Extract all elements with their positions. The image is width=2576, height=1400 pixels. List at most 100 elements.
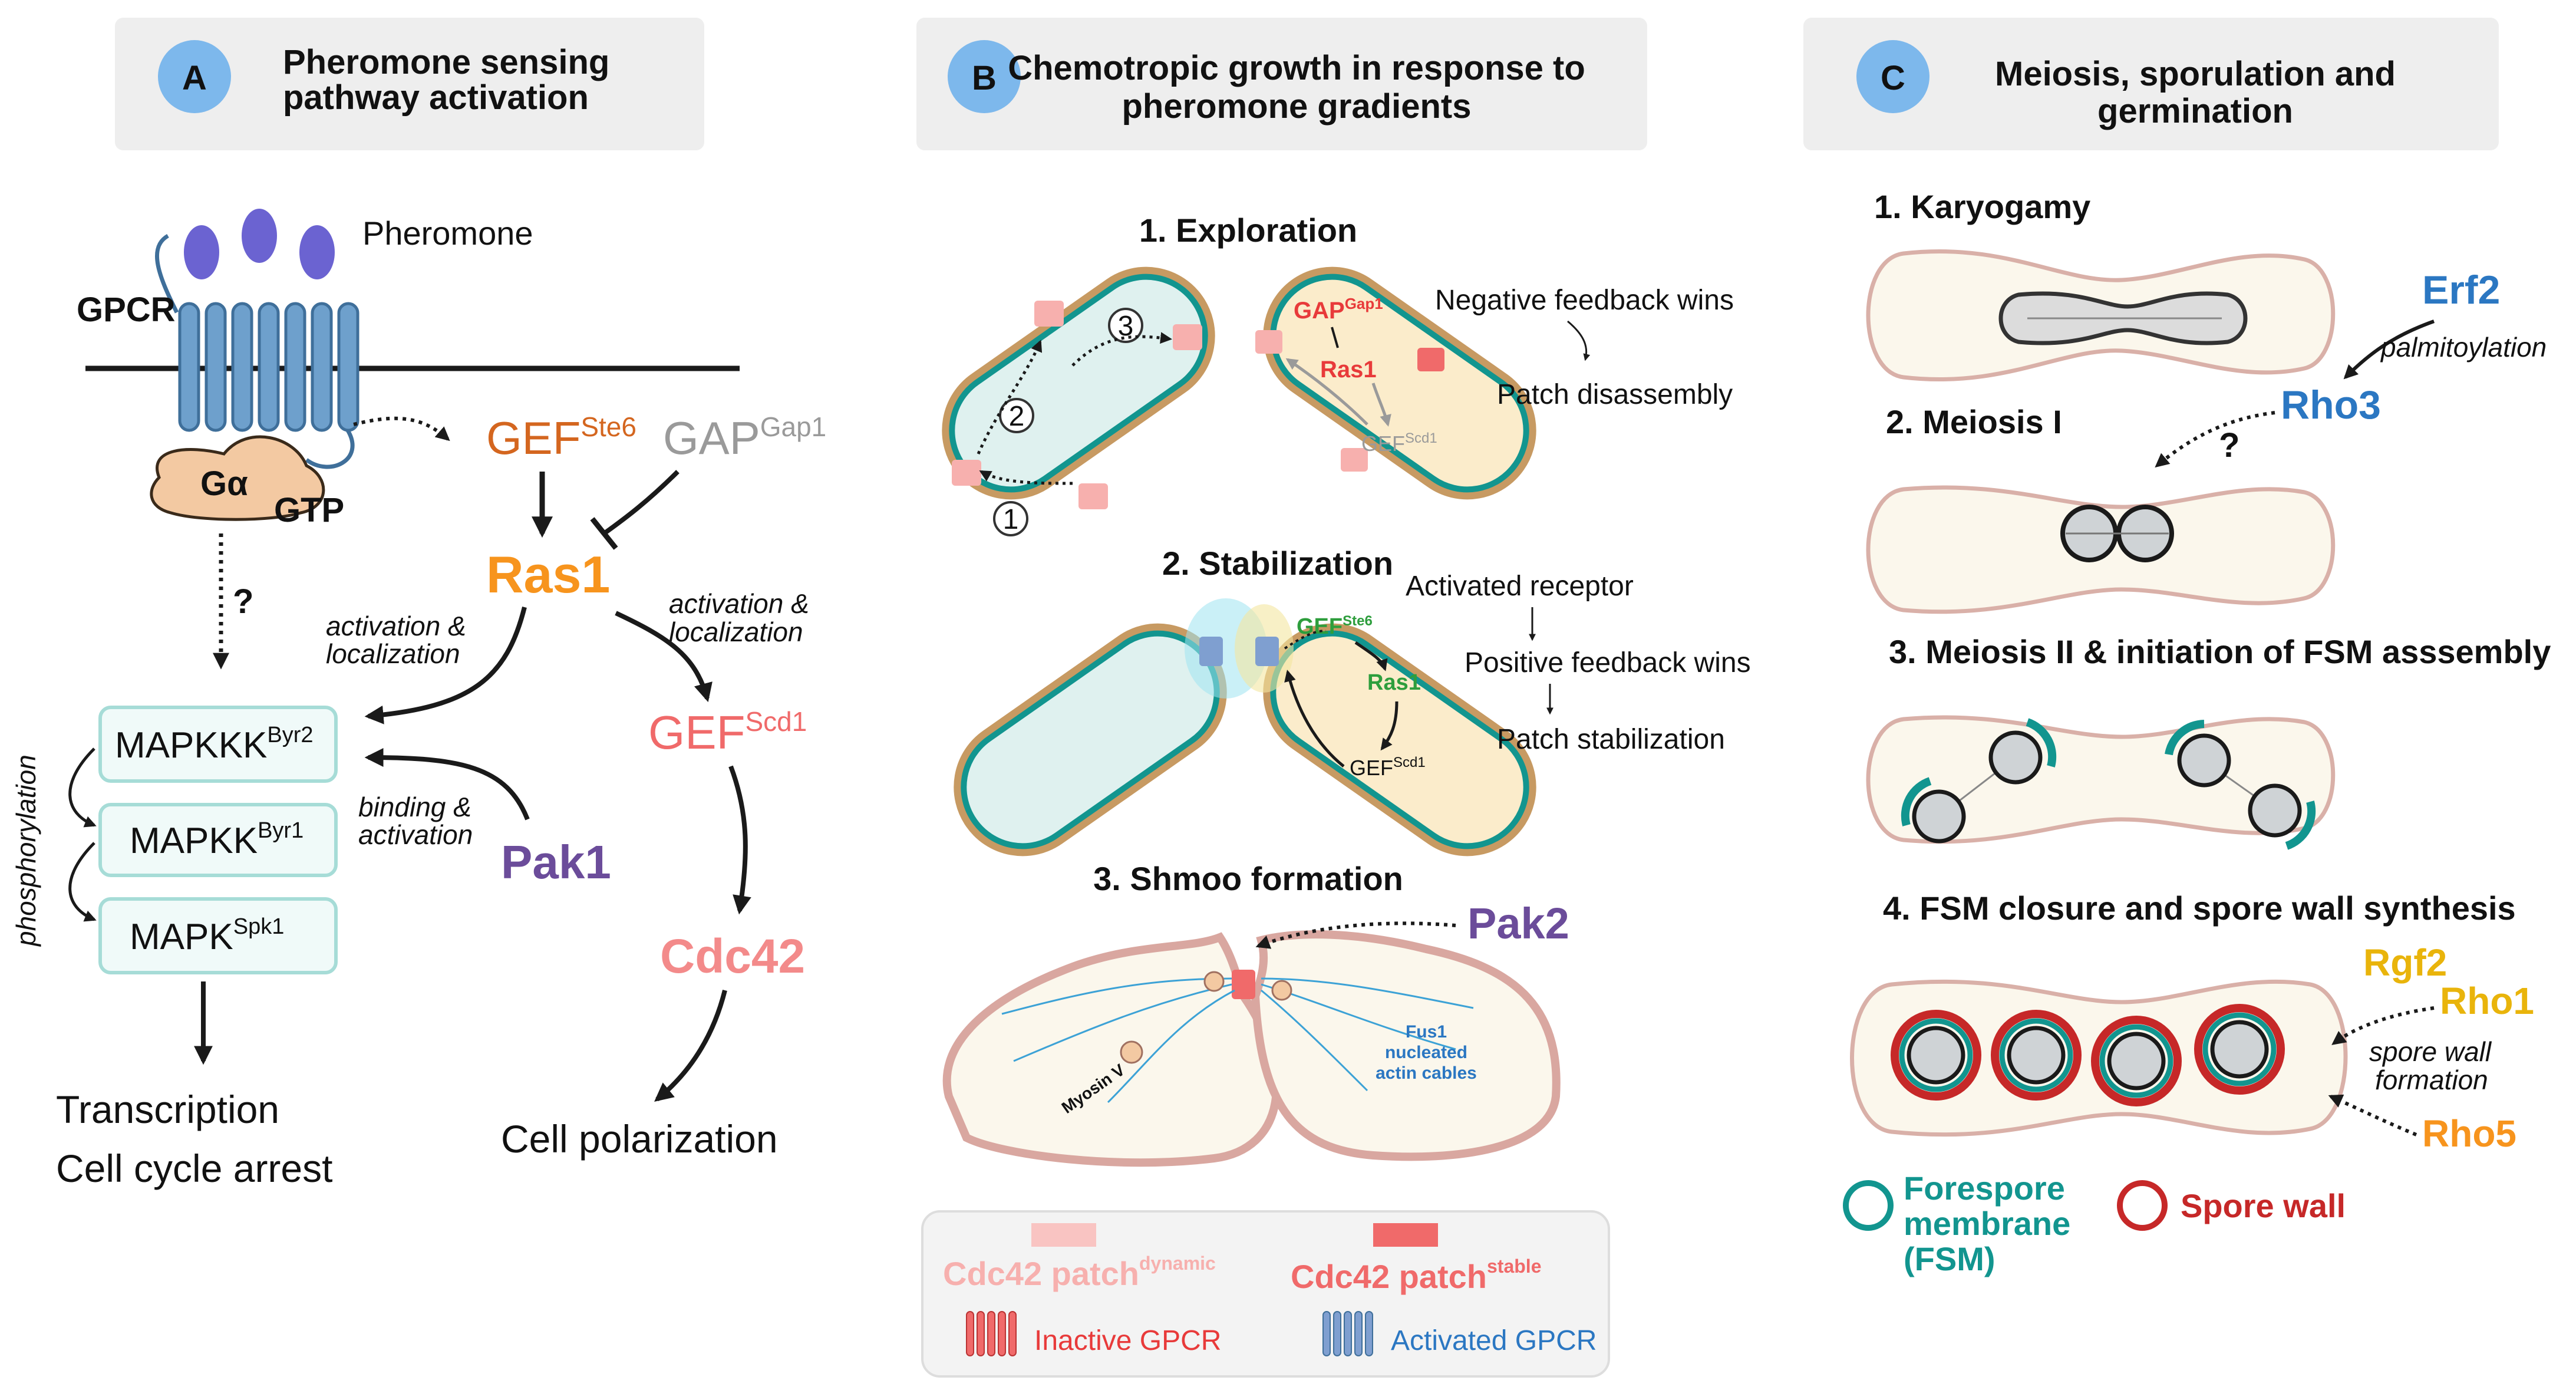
exploration-cell-right (1263, 266, 1536, 500)
cell-cycle-arrest-label: Cell cycle arrest (56, 1147, 332, 1190)
negative-feedback-arrow (1567, 320, 1591, 361)
fus1-label-line3: actin cables (1376, 1063, 1477, 1083)
gpcr-label: GPCR (77, 291, 176, 329)
exploration-step-number (993, 501, 1028, 536)
pak1-label: Pak1 (501, 836, 611, 888)
transcription-label: Transcription (56, 1088, 279, 1131)
exploration-path-arrow (979, 470, 1073, 485)
panel-c-letter: C (1881, 59, 1905, 97)
legend-fsm-line3: (FSM) (1904, 1240, 1996, 1277)
ras1-label-b2: Ras1 (1367, 670, 1421, 695)
scd1-feedback-arrow (1284, 670, 1345, 767)
legend-dynamic-label: Cdc42 patchdynamic (943, 1253, 1216, 1292)
g-alpha-label: Gα (200, 465, 248, 503)
panel-a-title-line2: pathway activation (283, 78, 589, 117)
gpcr-n-terminus (154, 233, 179, 314)
panel-a-badge (158, 40, 231, 113)
g-alpha-protein (150, 435, 325, 521)
fsm-initiation-arc (2026, 718, 2057, 767)
stabilization-cell-right (1263, 623, 1536, 857)
gap-inhibits-ras1-b (1331, 327, 1339, 348)
gap-inhibits-ras1 (602, 470, 680, 536)
gpcr-patch-inactive (1341, 448, 1368, 472)
panel-b-badge (948, 40, 1021, 113)
gef-scd1-to-cdc42-arrow (728, 765, 751, 915)
panel-b: B Chemotropic growth in response to pher… (916, 18, 1751, 1378)
spore (2194, 1004, 2285, 1095)
panel-c-title-line2: germination (2097, 92, 2293, 130)
gap-gap1-label: GAPGap1 (663, 411, 826, 464)
spore (1891, 1010, 1981, 1101)
positive-feedback-label: Positive feedback wins (1465, 647, 1751, 678)
legend-fsm-line2: membrane (1904, 1205, 2070, 1242)
gpcr-to-gef-arrow (353, 416, 450, 442)
legend-spore-wall-swatch (2117, 1180, 2168, 1231)
rho3-label: Rho3 (2281, 383, 2381, 427)
rho1-arrow (2331, 1006, 2435, 1045)
legend-fsm-swatch (1843, 1180, 1894, 1231)
phosphorylation-label: phosphorylation (11, 755, 41, 947)
meiosis-ii-step-label: 3. Meiosis II & initiation of FSM asssem… (1889, 633, 2551, 670)
ras1-to-scd1-arrow (1380, 701, 1399, 751)
gef-scd1-label: GEFScd1 (648, 706, 807, 759)
fsm-closure-step-label: 4. FSM closure and spore wall synthesis (1883, 890, 2516, 927)
myosin-v-motor (1120, 1040, 1143, 1064)
receptor-to-ste6-dotted (1284, 630, 1327, 650)
pak1-to-mapkkk-arrow (364, 748, 530, 821)
pak2-arrow (1255, 921, 1456, 949)
panel-c: C Meiosis, sporulation and germination 1… (1803, 18, 2551, 1277)
gef-ste6-label-b: GEFSte6 (1297, 613, 1373, 639)
panel-b-letter: B (972, 59, 997, 97)
panel-c-header-box (1803, 18, 2499, 150)
rho5-label: Rho5 (2422, 1112, 2516, 1155)
exploration-step-number-text: 1 (1003, 504, 1019, 535)
rho1-label: Rho1 (2440, 980, 2534, 1022)
erf2-label: Erf2 (2422, 268, 2500, 312)
spore (1991, 1010, 2082, 1101)
pheromone-molecule (242, 209, 277, 263)
rho3-to-meiosis-arrow (2155, 411, 2275, 468)
mapkk-label: MAPKKByr1 (130, 818, 304, 861)
gpcr-patch-inactive (1417, 348, 1444, 371)
panel-a-letter: A (182, 59, 207, 97)
exploration-step-number (999, 398, 1034, 433)
gpcr-patch-inactive (1255, 330, 1282, 354)
rho5-arrow (2328, 1094, 2417, 1137)
activation-localization-left-1: activation & (326, 611, 466, 641)
panel-b-header-box (916, 18, 1647, 150)
spore (2091, 1016, 2182, 1106)
cdc42-to-polarization-arrow (654, 990, 727, 1102)
gpcr-c-terminus (305, 429, 355, 469)
mapkk-box (98, 803, 338, 877)
shmoo-step-label: 3. Shmoo formation (1093, 860, 1403, 897)
fsm-initiation-arc (2285, 801, 2316, 850)
fusion-patch (1232, 970, 1255, 999)
ras1-label-b: Ras1 (1320, 357, 1377, 383)
gap-inhibition-bar (590, 517, 618, 550)
binding-activation-2: activation (358, 819, 473, 850)
ras1-to-gef-scd1-arrow (615, 611, 713, 703)
fus1-label-line1: Fus1 (1406, 1022, 1447, 1042)
panel-c-title-line1: Meiosis, sporulation and (1995, 55, 2396, 93)
panel-c-badge (1856, 40, 1929, 113)
pak2-label: Pak2 (1467, 899, 1569, 948)
gtp-label: GTP (274, 491, 344, 529)
exploration-step-label: 1. Exploration (1139, 212, 1357, 249)
gpcr-patch-activated (1199, 637, 1223, 666)
spore-wall-formation-1: spore wall (2369, 1036, 2492, 1067)
meiosis-ii-nucleus (2177, 733, 2231, 788)
stabilization-step-label: 2. Stabilization (1162, 545, 1393, 582)
meiosis-ii-nucleus (2248, 783, 2302, 838)
gef-scd1-label-b: GEFScd1 (1361, 430, 1437, 456)
ras1-to-mapkkk-arrow (364, 607, 527, 724)
shmoo-cell-right (1251, 930, 1561, 1161)
gef-scd1-label-b2: GEFScd1 (1350, 755, 1426, 780)
legend-stable-patch-swatch (1373, 1223, 1438, 1247)
ras1-feedback-arrow-b (1371, 383, 1391, 427)
cell-polarization-label: Cell polarization (501, 1117, 778, 1161)
panel-b-title-line1: Chemotropic growth in response to (1008, 49, 1585, 87)
mapkkk-to-mapkk-arrow (68, 747, 97, 828)
exploration-step-number-text: 2 (1009, 401, 1025, 432)
legend-inactive-gpcr-label: Inactive GPCR (1034, 1325, 1221, 1356)
